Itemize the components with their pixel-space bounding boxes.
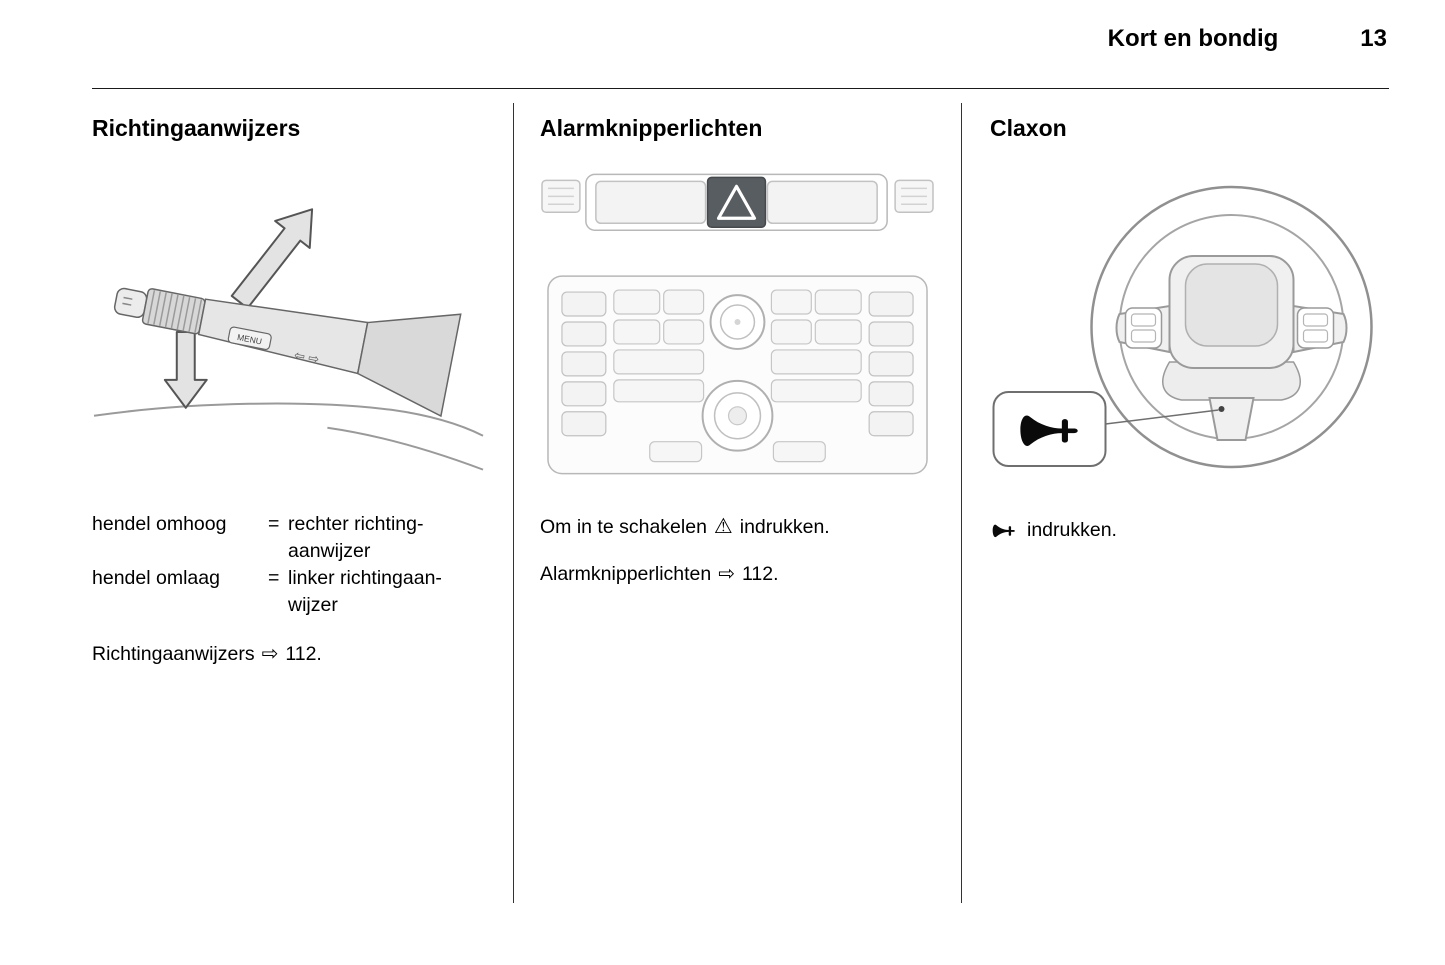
equals-sign: = <box>268 513 280 535</box>
airbag-pad-lower <box>1162 361 1301 401</box>
center-console-figure <box>540 166 935 481</box>
console-button <box>595 180 707 225</box>
console-button <box>868 321 914 347</box>
page-header: Kort en bondig 13 <box>0 0 1445 54</box>
turn-arrow-marks: ⇦ ⇨ <box>293 347 321 367</box>
console-button <box>613 289 661 315</box>
steering-wheel-figure <box>990 166 1389 481</box>
console-button <box>814 319 862 345</box>
steering-column-cone <box>356 313 462 418</box>
turn-signal-stalk: MENU ⇦ ⇨ <box>113 287 462 418</box>
console-button <box>613 349 705 375</box>
stalk-tip-cap <box>113 287 148 319</box>
console-button <box>561 381 607 407</box>
page-number: 13 <box>1360 25 1387 52</box>
horn-pointer-line <box>1105 409 1219 425</box>
definition-list: hendel omhoog = rechter richting- aanwij… <box>92 511 485 619</box>
console-button <box>770 319 812 345</box>
column-richtingaanwijzers: Richtingaanwijzers <box>92 103 513 903</box>
running-head: Kort en bondig <box>1107 25 1279 52</box>
instruction-line: Om in te schakelen⚠indrukken. <box>540 515 830 538</box>
control-button <box>1302 329 1329 343</box>
instruction-line: indrukken. <box>990 517 1389 544</box>
control-button <box>1130 329 1157 343</box>
column-claxon: Claxon <box>962 103 1389 903</box>
console-button <box>561 411 607 437</box>
console-button <box>868 381 914 407</box>
warning-triangle-icon: ⚠ <box>713 515 733 538</box>
collar-ribs <box>147 290 203 333</box>
vent-slats <box>547 187 574 206</box>
console-button <box>663 319 705 345</box>
bottom-spoke <box>1208 397 1255 441</box>
control-button <box>1302 313 1329 327</box>
stalk-body <box>197 298 369 375</box>
definition-desc: linker richtingaan- wijzer <box>288 567 442 616</box>
warning-triangle-icon <box>716 184 757 220</box>
horn-icon <box>992 524 1015 538</box>
console-button <box>613 379 705 403</box>
lever-down-arrow-icon <box>163 330 208 409</box>
definition-row: hendel omlaag = linker richtingaan- wijz… <box>92 565 485 619</box>
console-button <box>868 411 914 437</box>
console-button <box>561 321 607 347</box>
console-button <box>561 291 607 317</box>
left-control-cluster <box>1124 307 1163 349</box>
section-heading: Alarmknipperlichten <box>540 115 763 141</box>
console-button <box>868 351 914 377</box>
console-button <box>766 180 878 225</box>
horn-press-point <box>1218 406 1225 412</box>
definition-row: hendel omhoog = rechter richting- aanwij… <box>92 511 485 565</box>
reference-arrow-icon: ⇨ <box>261 643 279 665</box>
equals-sign: = <box>268 567 280 589</box>
steering-wheel-illustration <box>992 185 1373 469</box>
turn-signal-stalk-figure: MENU ⇦ ⇨ <box>92 166 485 481</box>
dashboard-edge-line <box>93 402 484 437</box>
console-button <box>868 291 914 317</box>
tuner-knob <box>709 294 766 350</box>
section-heading: Claxon <box>990 115 1067 141</box>
airbag-pad-center <box>1184 263 1279 347</box>
console-button <box>770 289 812 315</box>
reference-label: Alarmknipperlichten <box>540 562 712 585</box>
definition-term: hendel omhoog <box>92 513 227 535</box>
center-console-illustration <box>541 173 934 475</box>
definition-desc: rechter richting- aanwijzer <box>288 513 424 562</box>
reference-page: 112. <box>742 562 779 585</box>
volume-knob <box>701 379 774 452</box>
reference-label: Richtingaanwijzers <box>92 643 255 665</box>
console-button <box>770 349 862 375</box>
menu-button-label: MENU <box>236 332 262 347</box>
column-alarmknipperlichten: Alarmknipperlichten <box>513 103 962 903</box>
lever-up-arrow-icon <box>230 208 314 310</box>
console-button <box>649 441 703 463</box>
page-reference: Richtingaanwijzers ⇨ 112. <box>92 641 485 668</box>
console-button <box>561 351 607 377</box>
control-button <box>1130 313 1157 327</box>
reference-page: 112. <box>285 643 322 665</box>
vent-slats <box>901 187 928 206</box>
console-button <box>772 441 826 463</box>
console-button <box>814 289 862 315</box>
menu-button <box>227 326 272 351</box>
reference-arrow-icon: ⇨ <box>718 562 736 585</box>
turn-signal-stalk-illustration: MENU ⇦ ⇨ <box>93 208 484 471</box>
dashboard-edge-line <box>327 426 484 471</box>
definition-term: hendel omlaag <box>92 567 220 589</box>
stalk-tip-symbol <box>122 296 133 306</box>
page-reference: Alarmknipperlichten ⇨ 112. <box>540 561 935 588</box>
right-control-cluster <box>1296 307 1335 349</box>
content-columns: Richtingaanwijzers <box>92 103 1389 903</box>
header-rule <box>92 88 1389 89</box>
console-button <box>770 379 862 403</box>
console-button <box>663 289 705 315</box>
console-button <box>613 319 661 345</box>
hazard-warning-button <box>706 176 767 228</box>
section-heading: Richtingaanwijzers <box>92 115 301 141</box>
